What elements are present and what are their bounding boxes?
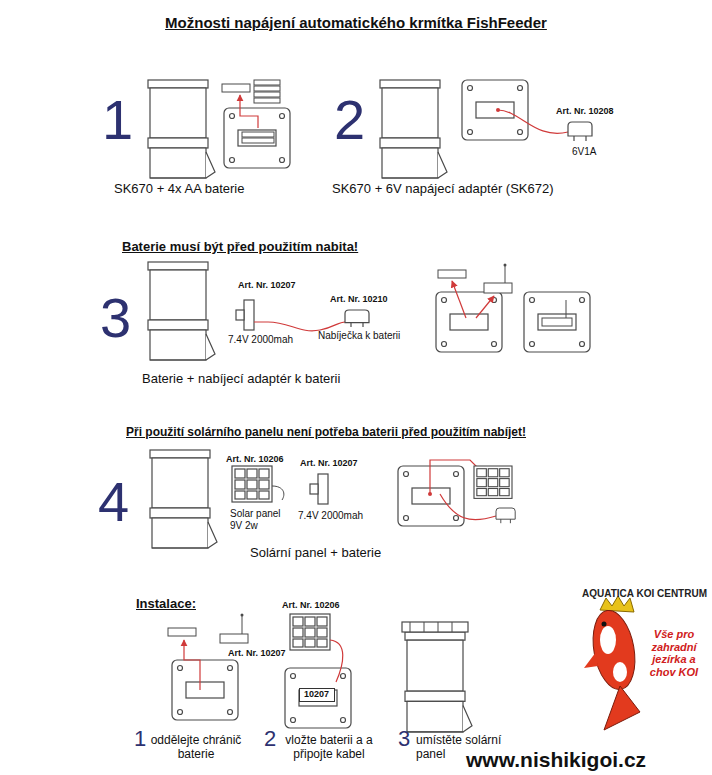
spec: 6V1A [572,146,596,158]
section-number: 1 [102,92,133,148]
install-step-2 [285,614,351,728]
feeder-back-view [398,460,515,526]
install-step-1 [168,614,248,721]
caption: SK670 + 6V napájecí adaptér (SK672) [332,182,554,197]
part-number: Art. Nr. 10207 [300,458,358,468]
step-number: 3 [398,726,410,751]
feeder-drawing [148,80,215,178]
section-number: 3 [100,290,131,346]
logo-text: AQUATICA KOI CENTRUM [582,588,707,600]
solar-panel [232,466,284,502]
note: Baterie musí být před použitím nabita! [122,240,358,255]
website: www.nishikigoi.cz [466,748,646,772]
section-heading: Instalace: [136,597,196,612]
part-number: Art. Nr. 10210 [330,294,388,304]
caption: SK670 + 4x AA baterie [114,182,244,197]
feeder-drawing [148,262,215,360]
battery-pack [236,300,369,331]
logo-slogan: Vše pro zahradní jezírka a chov KOI [642,628,706,679]
part-number: Art. Nr. 10207 [238,280,296,290]
feeder-drawing [380,80,447,178]
part-number: Art. Nr. 10206 [282,600,340,610]
title: Možnosti napájení automatického krmítka … [0,14,712,31]
install-step-3 [402,622,472,732]
step-text: vložte baterii a a připojte kabel [280,734,378,762]
part-number: Art. Nr. 10207 [228,648,286,658]
feeder-back-view [436,264,590,353]
part-number: Art. Nr. 10208 [556,106,614,116]
battery-box: 10207 [299,688,335,702]
section-number: 4 [98,474,129,530]
part-label: Nabíječka k baterii [318,330,400,342]
part-label: Solar panel 9V 2w [230,508,290,531]
part-number: Art. Nr. 10206 [226,454,284,464]
step-text: oddělejte chránič baterie [150,734,242,762]
step-number: 1 [134,726,146,751]
section-number: 2 [334,92,365,148]
step-number: 2 [264,726,276,751]
note: Při použití solárního panelu není potřeb… [126,426,526,440]
feeder-drawing [150,450,217,548]
spec: 7.4V 2000mah [298,510,363,522]
logo-fish [584,596,641,730]
spec: 7.4V 2000mah [228,334,293,346]
caption: Solární panel + baterie [250,546,381,561]
feeder-back-view [222,80,290,168]
battery-label: 10207 [304,690,330,700]
battery-pack [310,474,328,504]
caption: Baterie + nabíjecí adaptér k baterii [142,372,340,387]
